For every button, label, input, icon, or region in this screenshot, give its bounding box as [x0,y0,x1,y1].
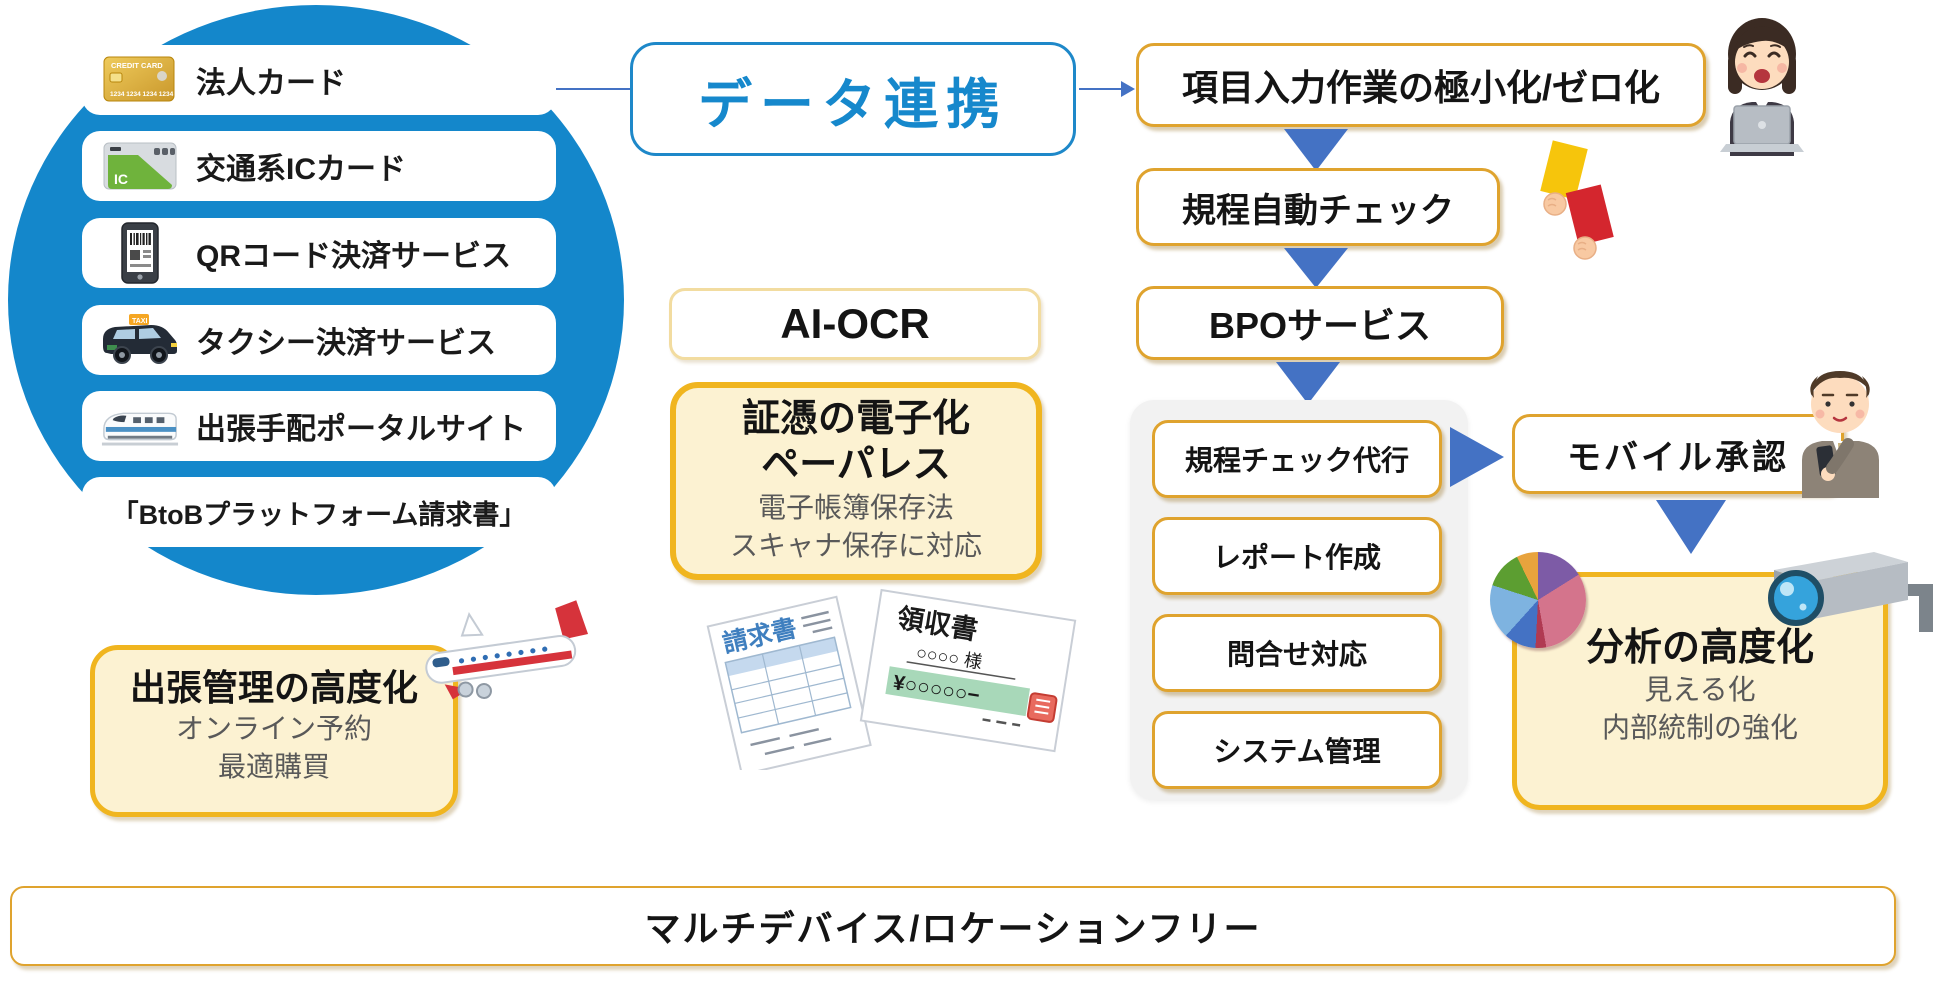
travel-sub1: オンライン予約 [175,712,372,744]
yellow-red-cards-illustration [1540,140,1614,260]
flow-step-bpo-service: BPOサービス [1136,286,1504,360]
multi-device-banner: マルチデバイス/ロケーションフリー [10,886,1896,966]
bpo-item-label: システム管理 [1213,736,1381,767]
source-item-label: 出張手配ポータルサイト [196,413,526,446]
bpo-item-rule-check-agency: 規程チェック代行 [1152,420,1442,498]
flow-step-input-minimization: 項目入力作業の極小化/ゼロ化 [1136,43,1706,127]
multi-device-label: マルチデバイス/ロケーションフリー [644,908,1262,949]
manager-phone-illustration [1802,371,1879,498]
qr-payment-phone-icon [100,222,180,284]
source-item-qr-payment: QRコード決済サービス [82,218,556,288]
down-arrow-icon [1284,129,1348,171]
bpo-item-label: 問合せ対応 [1226,639,1367,670]
evidence-sub1: 電子帳簿保存法 [757,491,954,523]
source-item-btob-platform: 「BtoBプラットフォーム請求書」 [82,477,556,547]
bpo-item-inquiry-support: 問合せ対応 [1152,614,1442,692]
source-item-label: 法人カード [196,67,346,100]
credit-card-number-text: 1234 1234 1234 1234 [110,91,174,98]
mobile-approval-label: モバイル承認 [1567,438,1789,477]
analysis-sub2: 内部統制の強化 [1601,712,1798,744]
flow-step3-label: BPOサービス [1208,305,1431,346]
airplane-illustration [425,600,589,700]
source-item-corporate-card: CREDIT CARD 1234 1234 1234 1234 法人カード [82,45,556,115]
right-arrow-icon [1450,427,1504,487]
data-link-box: データ連携 [630,42,1076,156]
pie-chart-illustration [1490,552,1586,648]
flow-arrow-right-icon [1079,81,1135,97]
shinkansen-icon [100,403,180,449]
bpo-item-system-management: システム管理 [1152,711,1442,789]
evidence-title1: 証憑の電子化 [741,398,970,440]
ic-card-label-text: IC [114,171,128,187]
invoice-receipt-illustration: 請求書 領収書 ○○○○ 様 ¥○○○○○− [706,588,1077,770]
connector-line [556,88,632,90]
evidence-digitization-box: 証憑の電子化 ペーパレス 電子帳簿保存法 スキャナ保存に対応 [670,382,1042,580]
data-link-label: データ連携 [698,74,1008,135]
down-arrow-icon [1656,500,1726,554]
source-item-travel-portal: 出張手配ポータルサイト [82,391,556,461]
taxi-sign-text: TAXI [132,318,147,325]
bpo-item-label: レポート作成 [1212,542,1381,573]
source-item-label: 交通系ICカード [196,153,406,186]
ai-ocr-label: AI-OCR [780,300,930,347]
down-arrow-icon [1284,248,1348,288]
source-item-transit-ic: IC 交通系ICカード [82,131,556,201]
credit-card-icon: CREDIT CARD 1234 1234 1234 1234 [100,53,180,107]
source-item-taxi: TAXI タクシー決済サービス [82,305,556,375]
source-item-label: 「BtoBプラットフォーム請求書」 [111,499,527,530]
travel-title: 出張管理の高度化 [129,667,418,708]
source-item-label: QRコード決済サービス [196,240,511,273]
down-arrow-icon [1276,362,1340,404]
travel-sub2: 最適購買 [217,750,330,782]
taxi-icon: TAXI [100,313,180,367]
bpo-item-report-creation: レポート作成 [1152,517,1442,595]
flow-step2-label: 規程自動チェック [1182,191,1454,230]
bpo-item-label: 規程チェック代行 [1184,445,1409,476]
evidence-title2: ペーパレス [761,444,951,487]
flow-step-auto-rule-check: 規程自動チェック [1136,168,1500,246]
transit-ic-card-icon: IC [100,139,180,193]
flow-step1-label: 項目入力作業の極小化/ゼロ化 [1181,67,1660,108]
security-camera-illustration [1768,552,1933,632]
analysis-title: 分析の高度化 [1585,627,1814,669]
evidence-sub2: スキャナ保存に対応 [729,529,982,561]
source-item-label: タクシー決済サービス [196,327,496,360]
analysis-sub1: 見える化 [1644,674,1756,706]
office-worker-laptop-illustration [1720,18,1804,156]
travel-management-box: 出張管理の高度化 オンライン予約 最適購買 [90,645,458,817]
ai-ocr-box: AI-OCR [669,288,1041,360]
credit-card-brand-text: CREDIT CARD [111,61,163,70]
